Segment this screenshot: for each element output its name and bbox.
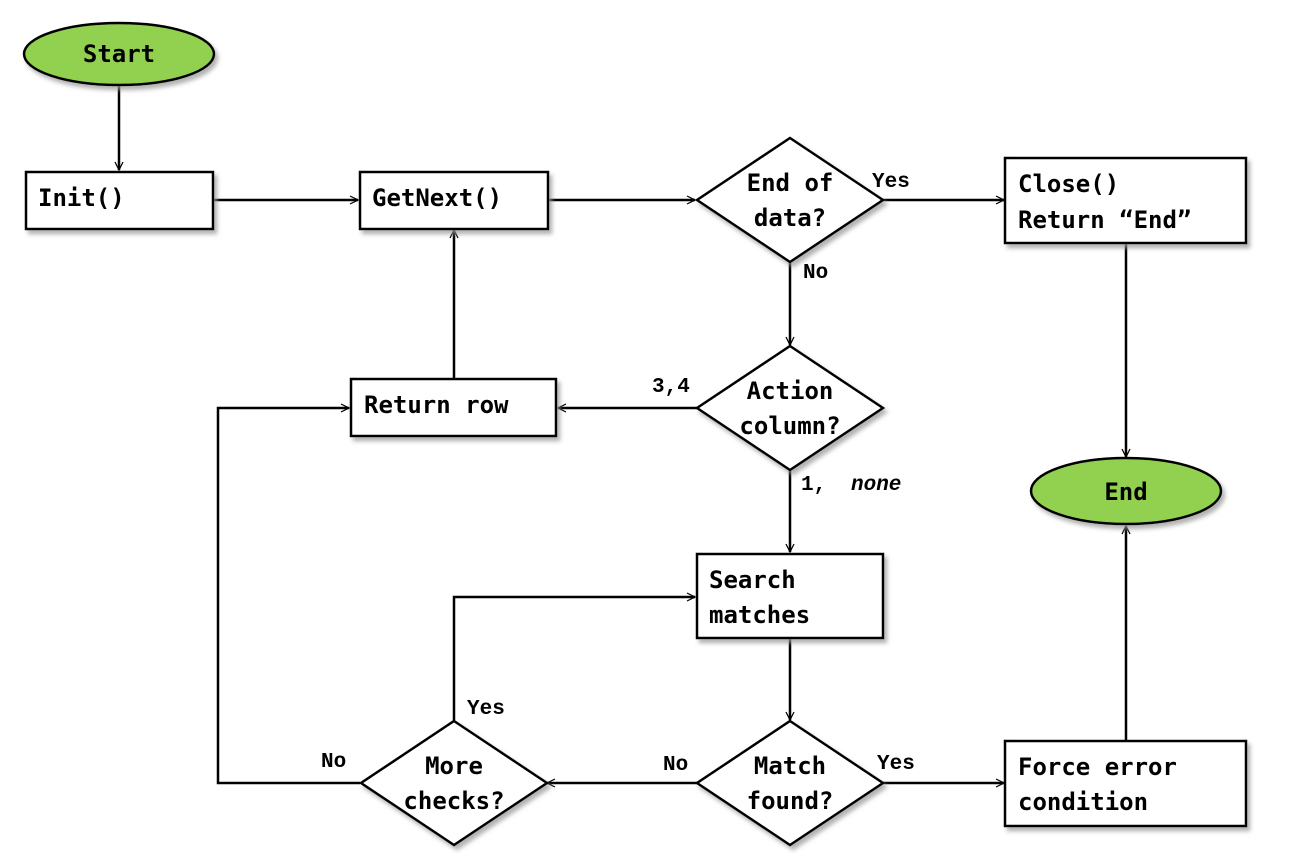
action-column-line2: column?: [739, 412, 840, 440]
getnext-process: GetNext(): [358, 170, 550, 231]
close-process: Close() Return “End”: [1003, 156, 1248, 245]
label-match-yes: Yes: [877, 753, 915, 776]
label-end-of-data-no: No: [803, 262, 828, 285]
label-action-34: 3,4: [652, 376, 690, 399]
close-line2: Return “End”: [1018, 206, 1191, 234]
label-end-of-data-yes: Yes: [872, 171, 910, 194]
search-matches-line2: matches: [709, 601, 810, 629]
start-terminal: Start: [22, 21, 216, 87]
close-line1: Close(): [1018, 170, 1119, 198]
label-action-1: 1,: [801, 474, 826, 497]
match-found-decision: Match found?: [694, 719, 886, 847]
end-label: End: [1104, 478, 1147, 506]
start-label: Start: [83, 40, 155, 68]
match-found-line1: Match: [754, 752, 826, 780]
return-row-label: Return row: [364, 391, 509, 419]
label-match-no: No: [663, 754, 688, 777]
more-checks-line1: More: [425, 752, 483, 780]
connectors: [119, 85, 1126, 783]
edge-labels: Yes No 3,4 1, none Yes No Yes No: [321, 171, 915, 777]
init-process: Init(): [24, 170, 215, 231]
force-error-line2: condition: [1018, 788, 1148, 816]
more-checks-decision: More checks?: [358, 719, 550, 847]
end-of-data-line1: End of: [747, 169, 834, 197]
label-more-yes: Yes: [467, 698, 505, 721]
action-column-decision: Action column?: [694, 344, 886, 472]
force-error-line1: Force error: [1018, 753, 1177, 781]
action-column-line1: Action: [747, 377, 834, 405]
init-label: Init(): [38, 184, 125, 212]
edge-morechecks-search: [452, 597, 695, 721]
label-action-none: none: [851, 474, 901, 497]
match-found-line2: found?: [747, 787, 834, 815]
return-row-process: Return row: [349, 377, 558, 438]
search-matches-line1: Search: [709, 566, 796, 594]
force-error-process: Force error condition: [1003, 739, 1248, 828]
end-terminal: End: [1029, 456, 1223, 526]
end-of-data-decision: End of data?: [694, 136, 886, 264]
label-more-no: No: [321, 751, 346, 774]
more-checks-line2: checks?: [403, 787, 504, 815]
svg-text:data?: data?: [754, 204, 826, 232]
getnext-label: GetNext(): [372, 184, 502, 212]
edge-morechecks-returnrow: [216, 408, 360, 785]
end-of-data-line2: data?: [754, 204, 826, 232]
search-matches-process: Search matches: [695, 552, 885, 640]
svg-text:End of: End of: [747, 169, 834, 197]
